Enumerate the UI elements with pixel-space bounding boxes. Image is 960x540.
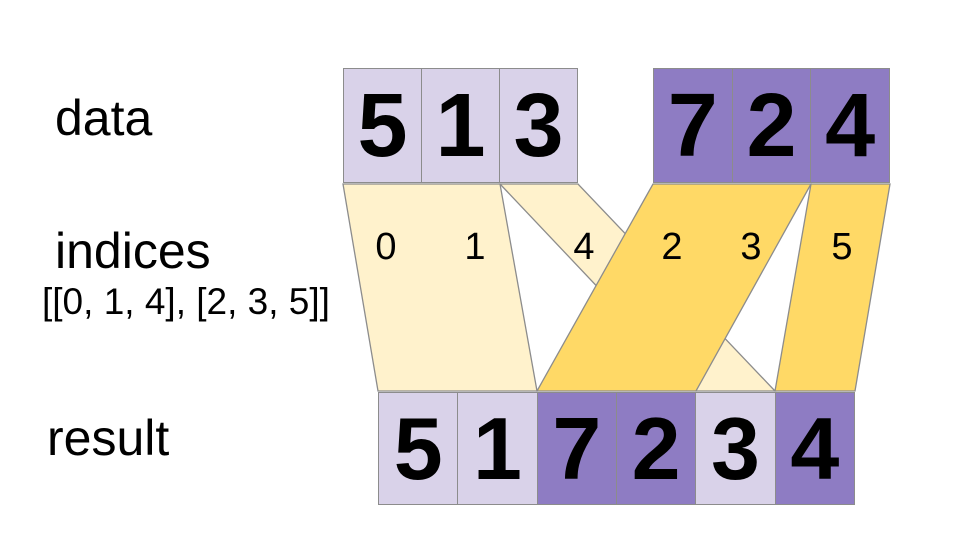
data-cell: 3 [499,69,577,182]
band-gold-main [535,183,813,392]
data-cell: 4 [810,69,890,182]
band-gold-strand [774,183,891,392]
data-cell: 2 [731,69,811,182]
indices-label: indices [55,223,211,279]
result-cell: 3 [695,393,775,504]
result-cell: 1 [457,393,537,504]
data-cell: 5 [344,69,421,182]
result-label: result [47,410,170,466]
data-cell: 7 [654,69,732,182]
index-number: 5 [831,226,853,268]
data-group-1: 5 1 3 [343,68,578,183]
index-number: 2 [661,226,683,268]
indices-value-label: [[0, 1, 4], [2, 3, 5]] [42,281,330,322]
result-cell: 5 [379,393,458,504]
data-cell: 1 [421,69,499,182]
index-number: 3 [740,226,762,268]
index-number: 0 [375,226,397,268]
index-number: 4 [573,226,595,268]
result-cell: 2 [615,393,696,504]
result-cell: 7 [536,393,616,504]
result-row: 5 1 7 2 3 4 [378,392,855,505]
data-group-2: 7 2 4 [653,68,890,183]
index-number: 1 [464,226,486,268]
result-cell: 4 [774,393,854,504]
band-light-main [342,183,538,392]
data-label: data [55,90,153,146]
